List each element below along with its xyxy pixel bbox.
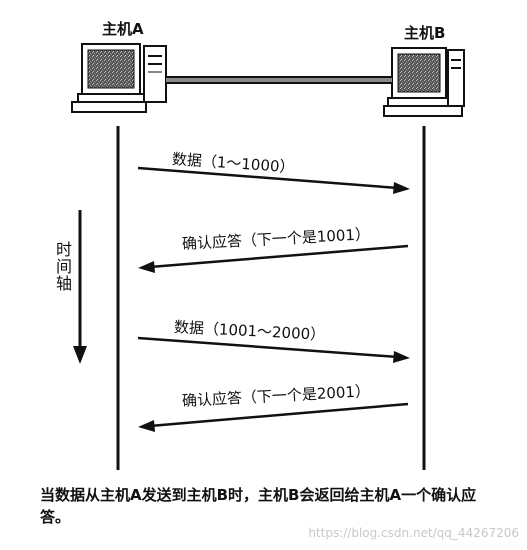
message-arrow-4 — [138, 402, 409, 432]
network-cable — [166, 76, 392, 84]
figure-caption: 当数据从主机A发送到主机B时，主机B会返回给主机A一个确认应答。 — [40, 486, 477, 526]
message-arrow-1 — [137, 166, 410, 194]
message-arrow-3 — [137, 336, 410, 363]
message-arrow-2 — [138, 244, 409, 273]
host-b-computer-icon — [383, 47, 465, 117]
watermark: https://blog.csdn.net/qq_44267206 — [308, 526, 519, 540]
time-axis-label: 时间轴 — [53, 241, 72, 292]
host-b-label: 主机B — [404, 24, 446, 42]
time-axis-arrow — [73, 210, 87, 364]
host-a-label: 主机A — [102, 20, 144, 38]
host-a-computer-icon — [71, 43, 167, 113]
